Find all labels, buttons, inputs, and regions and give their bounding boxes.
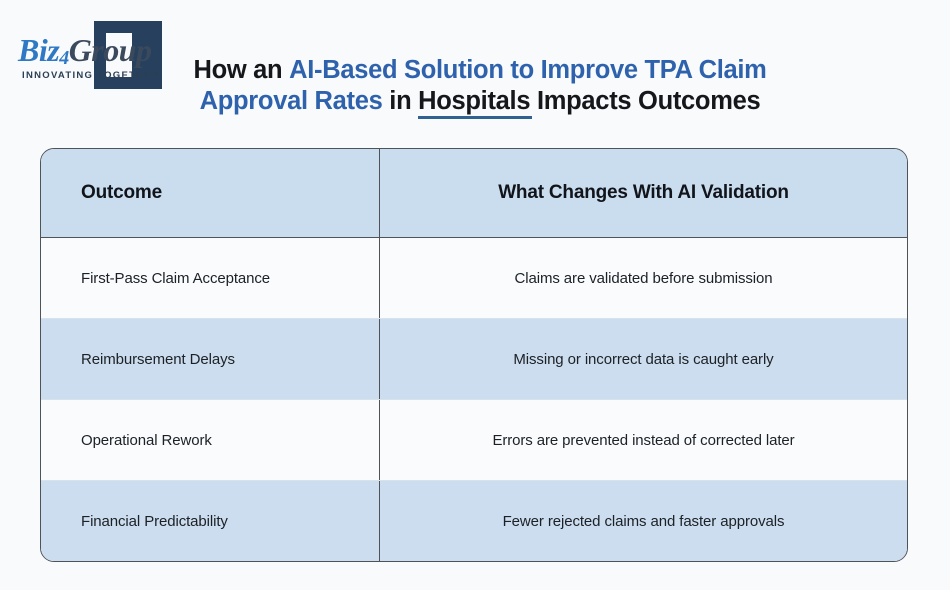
column-header-what-changes: What Changes With AI Validation — [498, 182, 789, 203]
column-header-outcome: Outcome — [41, 149, 380, 237]
table-header-row: Outcome What Changes With AI Validation — [41, 149, 907, 238]
page-title: How an AI-Based Solution to Improve TPA … — [190, 55, 770, 117]
outcomes-table: Outcome What Changes With AI Validation … — [40, 148, 908, 562]
title-segment-highlight-line1: AI-Based Solution to Improve TPA Claim — [289, 56, 767, 85]
cell-change: Errors are prevented instead of correcte… — [492, 431, 795, 449]
cell-outcome: Operational Rework — [41, 400, 380, 480]
cell-outcome: First-Pass Claim Acceptance — [41, 238, 380, 318]
title-segment-highlight-line2: Approval Rates — [199, 87, 383, 116]
table-row: First-Pass Claim Acceptance Claims are v… — [41, 238, 907, 319]
table-row: Financial Predictability Fewer rejected … — [41, 481, 907, 561]
title-segment-pre: How an — [193, 56, 290, 85]
title-segment-post: in Hospitals Impacts Outcomes — [382, 87, 761, 116]
table-row: Operational Rework Errors are prevented … — [41, 400, 907, 481]
logo-tagline: INNOVATING TOGETHER — [22, 70, 161, 81]
cell-change: Missing or incorrect data is caught earl… — [513, 350, 774, 368]
logo-text-four: 4 — [59, 47, 69, 69]
biz4group-logo: Biz4Group INNOVATING TOGETHER — [14, 16, 179, 96]
cell-change: Claims are validated before submission — [514, 269, 773, 287]
cell-outcome: Reimbursement Delays — [41, 319, 380, 399]
logo-bracket-notch-inner — [132, 33, 162, 89]
logo-text-group: Group — [68, 32, 152, 68]
logo-wordmark: Biz4Group — [18, 32, 152, 70]
logo-text-biz: Biz — [18, 32, 60, 68]
cell-change: Fewer rejected claims and faster approva… — [502, 512, 785, 530]
page-header: Biz4Group INNOVATING TOGETHER How an AI-… — [0, 0, 950, 130]
title-underline-accent — [418, 116, 532, 119]
cell-outcome: Financial Predictability — [41, 481, 380, 561]
table-row: Reimbursement Delays Missing or incorrec… — [41, 319, 907, 400]
